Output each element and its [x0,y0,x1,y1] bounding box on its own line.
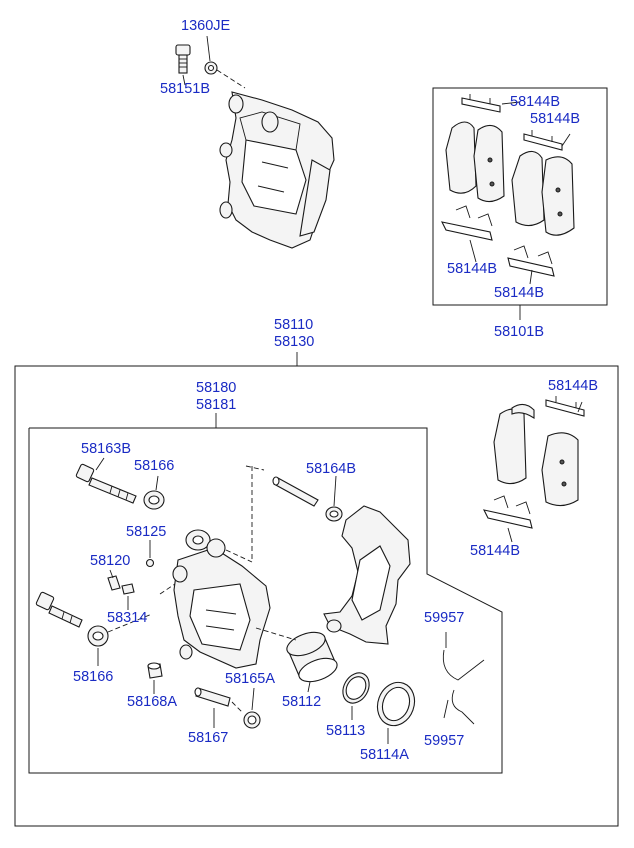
pad-kit-label: 58101B [494,324,544,340]
callout-58144b-a: 58144B [510,94,560,110]
callout-58163b: 58163B [81,441,131,457]
brake-pad-inner-top [445,121,505,203]
callout-58167: 58167 [188,730,229,746]
callout-58125: 58125 [126,524,167,540]
assembly-label-58130: 58130 [274,334,315,350]
guide-pin-58167 [194,687,231,707]
boot-58165a [243,711,261,729]
callout-58144b-b: 58144B [530,111,580,127]
guide-pin-58164b [272,476,319,507]
callout-59957-a: 59957 [424,610,465,626]
spring-59957-a [442,649,485,681]
pad-clip-top-1 [461,94,501,113]
callout-59957-b: 59957 [424,733,465,749]
guide-bolt-lower [35,591,83,628]
outer-assembly-frame [14,365,619,827]
pad-clip-top-2 [523,130,563,151]
caliper-assembly-top [175,35,335,249]
screw-58314 [121,583,135,595]
bolt-58151b [175,44,191,74]
boot-58166-lower [87,625,109,647]
assembly-label-58110: 58110 [274,317,314,333]
nut-1360je [204,61,218,75]
caliper-housing [172,529,271,669]
guide-bolt-58163b [75,463,137,504]
cap-58168a [147,662,163,679]
brake-pad-inner-lower [493,403,535,485]
pad-clip-lower-2 [482,495,533,529]
caliper-sub-frame [28,427,503,774]
callout-58113: 58113 [326,723,366,739]
callout-58151b: 58151B [160,81,210,97]
brake-pad-outer-top [511,150,575,236]
bleeder-58120 [107,575,121,591]
boot-58166-upper [143,490,165,510]
caliper-bracket [323,505,411,645]
callout-58166-upper: 58166 [134,458,175,474]
boot-58164b [325,506,343,522]
pad-set-lower [482,396,585,543]
seal-58113 [342,672,370,704]
spring-59957-b [451,689,475,725]
callout-58114a: 58114A [360,747,409,763]
subassembly-label-58180: 58180 [196,380,237,396]
caliper-subassembly [35,457,485,744]
callout-58314: 58314 [107,610,148,626]
callout-58166-lower: 58166 [73,669,114,685]
callout-58144b-e: 58144B [548,378,598,394]
pad-clip-lower-1 [545,396,585,417]
piston-58112 [286,631,338,683]
callout-58165a: 58165A [225,671,275,687]
callout-58168a: 58168A [127,694,177,710]
callout-58164b: 58164B [306,461,356,477]
callout-58144b-f: 58144B [470,543,520,559]
brake-pad-outer-lower [541,432,579,507]
dust-boot-58114a [376,681,416,727]
callout-58144b-c: 58144B [447,261,497,277]
pad-kit-58101b [441,94,575,285]
subassembly-label-58181: 58181 [196,397,237,413]
callout-58120: 58120 [90,553,131,569]
callout-58112: 58112 [282,694,322,710]
cap-58125 [145,558,155,568]
callout-58144b-d: 58144B [494,285,544,301]
pad-clip-bottom-1 [441,205,493,241]
callout-1360je: 1360JE [181,18,231,34]
pad-clip-bottom-2 [507,245,555,277]
